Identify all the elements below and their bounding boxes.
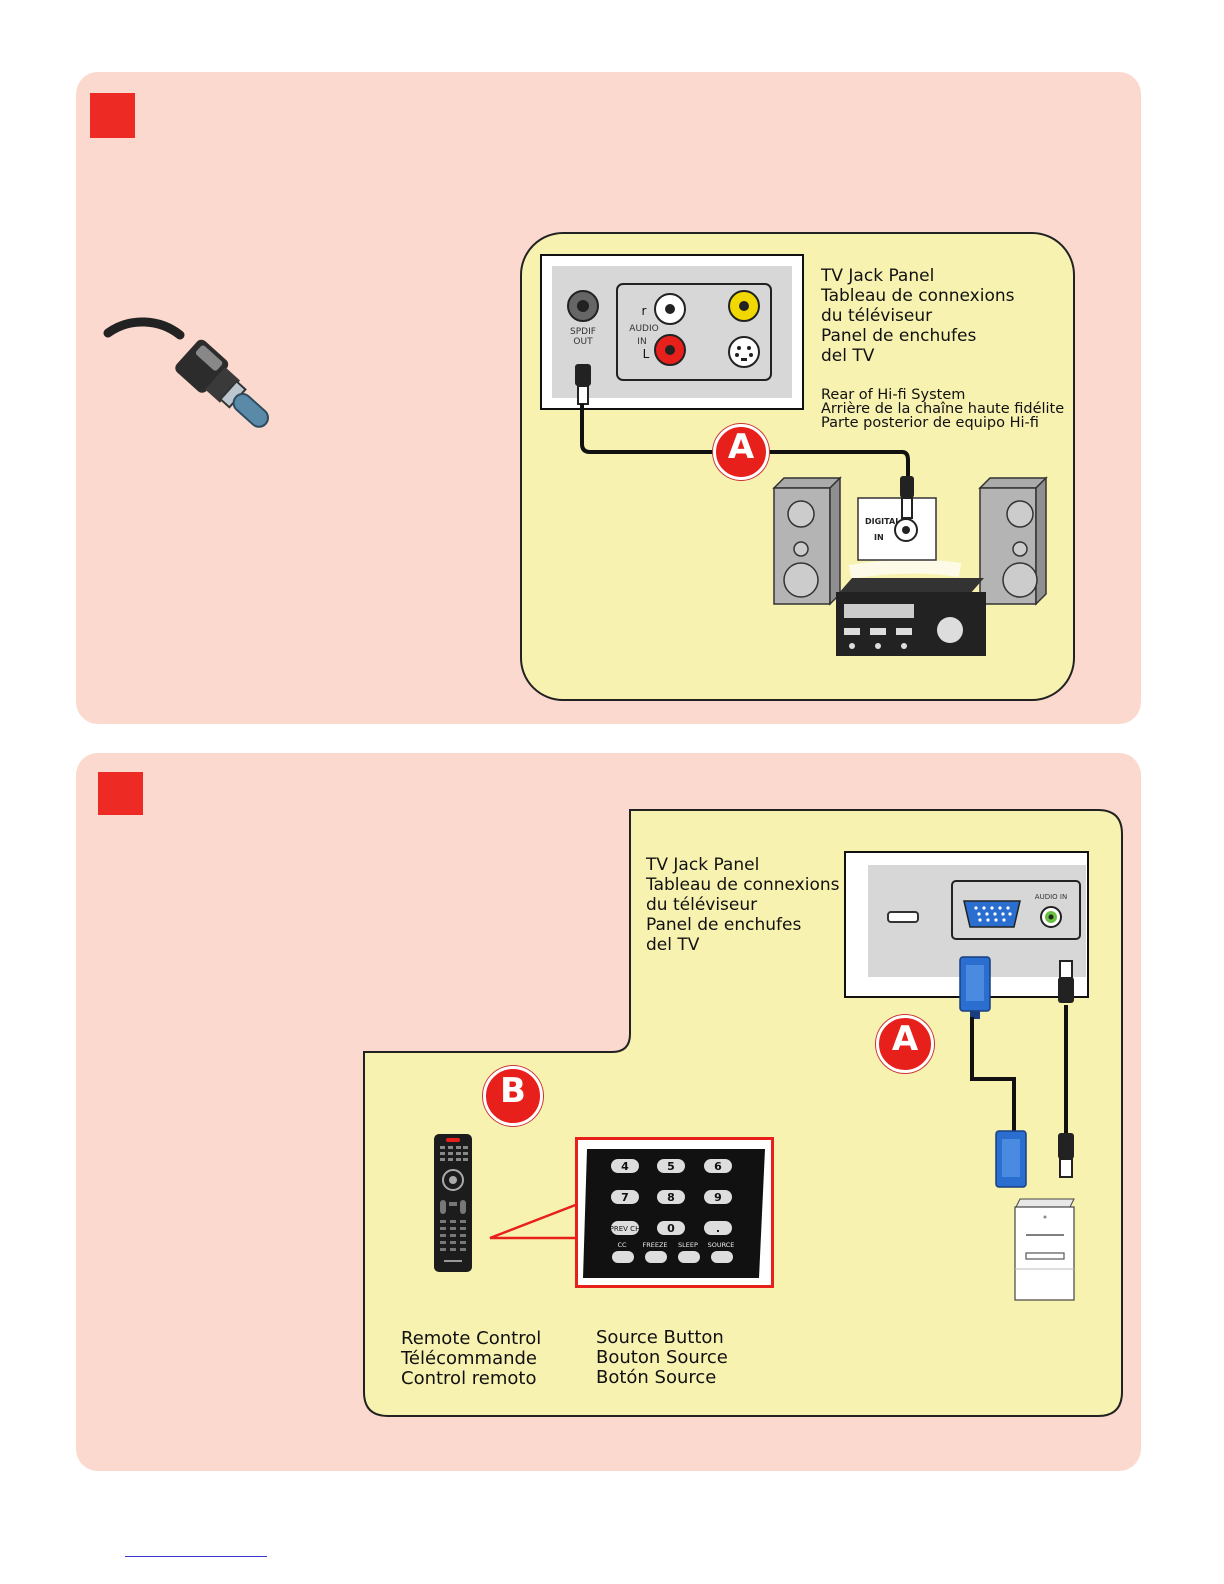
top-tv-jack-panel: SPDIF OUT r AUDIO IN L — [540, 254, 804, 410]
key-7: 7 — [621, 1191, 629, 1204]
key-5: 5 — [667, 1160, 675, 1173]
pc-tower — [1014, 1198, 1075, 1301]
hifi-in-label: IN — [874, 533, 884, 542]
badge-a-top — [713, 424, 769, 480]
audio-label: AUDIO — [629, 324, 658, 334]
key-9: 9 — [714, 1191, 722, 1204]
bottom-cables — [959, 956, 1074, 1188]
in-label: IN — [637, 337, 646, 347]
key-4: 4 — [621, 1160, 629, 1173]
step-marker-bottom — [98, 772, 143, 815]
hifi-digital-label: DIGITAL — [865, 517, 900, 526]
keypad-closeup: 4 5 6 7 8 9 PREV CH 0 . CC FREEZE SLEEP … — [575, 1137, 774, 1288]
top-tv-jack-panel-label: TV Jack Panel Tableau de connexions du t… — [821, 266, 1015, 366]
key-dot: . — [716, 1222, 720, 1235]
optical-cable-plug-icon — [103, 317, 269, 428]
badge-b-label: B — [500, 1071, 526, 1111]
rear-hifi-label: Rear of Hi-fi System Arrière de la chaîn… — [821, 387, 1065, 431]
hifi-system: DIGITAL IN — [772, 476, 1048, 656]
label-sleep: SLEEP — [678, 1241, 698, 1249]
label-freeze: FREEZE — [642, 1241, 667, 1249]
l-label: L — [643, 347, 650, 361]
r-label: r — [642, 304, 647, 318]
key-prev-ch: PREV CH — [610, 1225, 641, 1233]
label-source: SOURCE — [708, 1241, 735, 1249]
remote-control-icon — [434, 1134, 472, 1272]
badge-a-bottom-label: A — [891, 1019, 919, 1059]
bottom-tv-jack-panel-label: TV Jack Panel Tableau de connexions du t… — [646, 855, 840, 955]
key-8: 8 — [667, 1191, 675, 1204]
badge-a-top-label: A — [727, 427, 755, 467]
out-label: OUT — [573, 337, 593, 347]
remote-control-label: Remote Control Télécommande Control remo… — [401, 1328, 542, 1389]
keypad-callout-lines — [489, 1202, 579, 1240]
spdif-label: SPDIF — [570, 327, 596, 337]
badge-a-bottom — [876, 1015, 934, 1073]
badge-b — [483, 1066, 543, 1126]
key-0: 0 — [667, 1222, 675, 1235]
key-6: 6 — [714, 1160, 722, 1173]
audio-in-label: AUDIO IN — [1035, 893, 1067, 901]
footer-rule — [125, 1556, 267, 1557]
step-marker-top — [90, 93, 135, 138]
source-button-label: Source Button Bouton Source Botón Source — [596, 1327, 728, 1388]
label-cc: CC — [617, 1241, 627, 1249]
